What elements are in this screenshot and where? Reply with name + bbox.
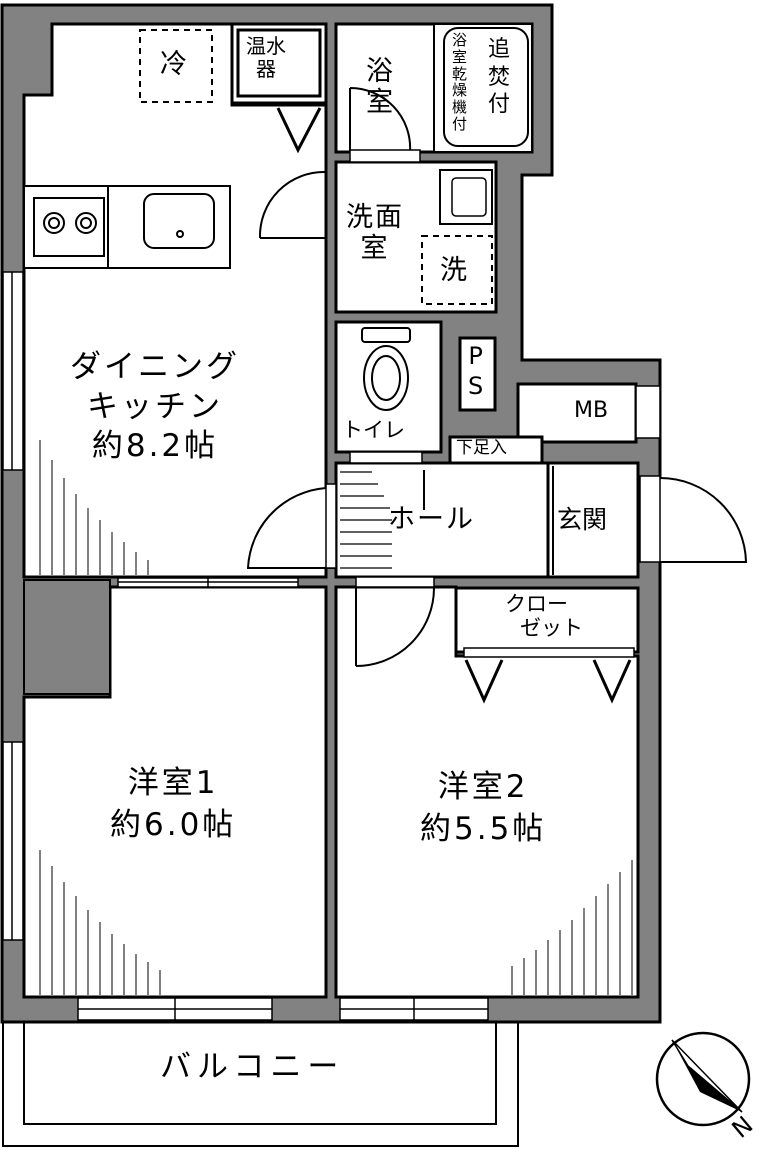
ldk-door [246, 486, 337, 569]
mb-label: MB [574, 398, 609, 423]
bath-dryer-char2: 室 [452, 47, 468, 66]
floor-ticks [39, 440, 633, 995]
washroom-sink [439, 169, 493, 225]
reheat-box [443, 27, 529, 147]
fridge-label: 冷 [160, 49, 189, 80]
bath-dryer-char3: 乾 [452, 64, 468, 83]
entrance-door [659, 477, 748, 563]
bath-line2: 室 [366, 87, 395, 119]
bath-door [349, 86, 412, 153]
western1-size: 約6.0帖 [110, 806, 237, 843]
ldk-floor [22, 22, 328, 579]
western2-floor [334, 585, 640, 999]
western2-size: 約5.5帖 [420, 810, 547, 847]
bath-dryer-char1: 浴 [452, 31, 468, 49]
shoebox-label: 下足入 [456, 438, 507, 458]
washer-box [421, 235, 493, 305]
closet-door-right [592, 659, 632, 704]
closet-line2: ゼット [520, 616, 583, 641]
reheat-char2: 焚 [488, 64, 511, 90]
toilet-bowl [361, 327, 411, 411]
ldk-line1: ダイニング [70, 349, 240, 385]
bath-threshold [349, 149, 421, 163]
water-heater-label: 温水 器 [246, 35, 286, 81]
bath-line1: 浴 [366, 56, 395, 87]
western1-label: 洋室1 約6.0帖 [110, 765, 237, 843]
water-heater-line2: 器 [256, 57, 276, 81]
ldk-door-jamb [325, 483, 337, 569]
kitchen-counter [23, 185, 231, 269]
entrance-door-jamb [639, 475, 661, 563]
balcony-outline [2, 1021, 519, 1147]
mb-jamb [635, 385, 661, 439]
western1-name: 洋室1 [127, 765, 219, 801]
western2-label: 洋室2 約5.5帖 [420, 769, 547, 847]
compass [655, 1031, 751, 1127]
washer-label: 洗 [440, 255, 469, 286]
fridge-box [139, 29, 213, 103]
ps-label: P S [468, 341, 483, 401]
washroom-label: 洗面 室 [346, 202, 404, 264]
hall-steps [340, 471, 392, 569]
ldk-size: 約8.2帖 [91, 428, 219, 465]
entrance-label: 玄関 [557, 505, 608, 534]
bath-dryer-col-a: 浴 室 乾 燥 機 付 [452, 32, 467, 133]
closet-line1: クロー [505, 592, 568, 616]
hall-label: ホール [388, 504, 475, 535]
toilet-label: トイレ [342, 418, 405, 442]
closet-door-left [464, 659, 504, 704]
bath-label: 浴 室 [366, 56, 395, 118]
closet-floor [454, 586, 640, 654]
washroom-line1: 洗面 [346, 202, 404, 233]
bath-dryer-char5: 機 [452, 98, 468, 117]
water-heater-box [236, 28, 322, 98]
entrance-floor [546, 461, 640, 579]
side-windows [2, 271, 24, 941]
ps-line1: P [468, 342, 483, 370]
bath-tub [433, 23, 533, 153]
bath-dryer-char4: 燥 [452, 81, 468, 100]
toilet-threshold [349, 451, 423, 464]
ps-floor [458, 336, 497, 412]
washroom-door [258, 170, 327, 239]
reheat-char3: 付 [488, 92, 511, 117]
reheat-char1: 追 [488, 37, 511, 62]
ps-line2: S [468, 372, 484, 400]
reheat-label: 追 焚 付 [488, 36, 510, 119]
ldk-label: ダイニング キッチン 約8.2帖 [70, 349, 240, 465]
bath-dryer-char6: 付 [452, 114, 468, 133]
shoebox-floor [448, 435, 544, 467]
western2-door [355, 587, 435, 667]
ldk-line2: キッチン [87, 388, 223, 425]
western2-name: 洋室2 [437, 769, 529, 805]
western2-threshold [355, 576, 435, 588]
closet-label: クロー ゼット [490, 592, 583, 640]
sliding-window-ldk [117, 577, 299, 588]
washroom-line2: 室 [360, 233, 390, 265]
western1-floor [22, 585, 328, 999]
balcony-label: バルコニー [160, 1049, 345, 1085]
washroom-sink-bowl [451, 177, 487, 217]
wall-block [23, 579, 111, 695]
water-heater-door [276, 107, 322, 154]
closet-rail [463, 647, 635, 658]
balcony-windows [77, 997, 489, 1021]
water-heater-line1: 温水 [246, 34, 286, 58]
